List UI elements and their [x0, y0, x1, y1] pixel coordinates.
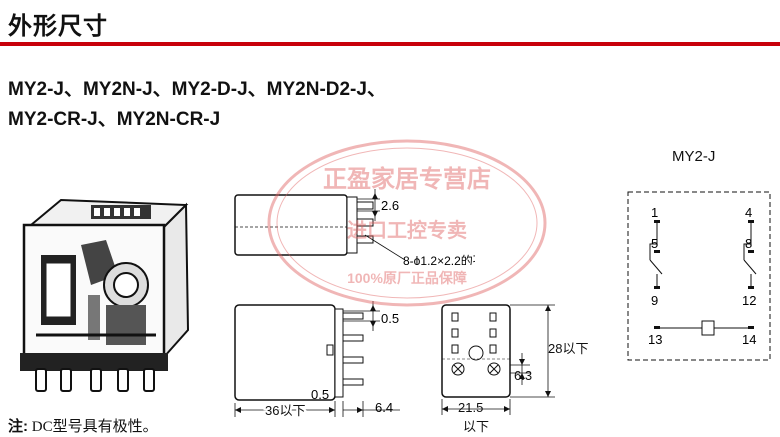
schematic-title: MY2-J [672, 148, 716, 165]
dim-pin-bottom: 0.5 [311, 387, 329, 402]
page-title: 外形尺寸 [8, 13, 108, 40]
model-list-line-1: MY2-J、MY2N-J、MY2-D-J、MY2N-D2-J、 [8, 79, 386, 100]
model-list-line-2: MY2-CR-J、MY2N-CR-J [8, 109, 221, 130]
dim-hole-note: 8-ϕ1.2×2.2的孔 [403, 253, 475, 265]
title-divider [0, 42, 780, 46]
side-view-bottom: 0.5 36以下 0.5 6.4 [234, 301, 400, 420]
watermark-line-3: 100%原厂正品保障 [347, 270, 467, 286]
relay-illustration [20, 198, 190, 392]
polarity-note: 注: DC型号具有极性。 [8, 415, 158, 436]
pin-14: 14 [742, 332, 756, 347]
dim-pin-pitch: 6.3 [514, 368, 533, 383]
pin-8: 8 [745, 236, 752, 251]
pin-5: 5 [651, 236, 658, 251]
side-view-top: 2.6 8-ϕ1.2×2.2的孔 [234, 189, 475, 265]
dim-depth-suffix: 以下 [463, 419, 490, 434]
dim-width: 36以下 [265, 403, 305, 418]
pin-13: 13 [648, 332, 662, 347]
bottom-view [441, 304, 555, 415]
note-label: 注: [8, 418, 28, 435]
terminal-schematic: 1 4 5 8 9 12 13 14 [627, 191, 771, 361]
dim-depth: 21.5 [458, 400, 484, 415]
pin-1: 1 [651, 205, 658, 220]
pin-9: 9 [651, 293, 658, 308]
dim-pin-length: 6.4 [375, 400, 393, 415]
dim-pin-top: 0.5 [381, 311, 399, 326]
pin-12: 12 [742, 293, 756, 308]
dim-height: 28以下 [548, 341, 589, 356]
pin-4: 4 [745, 205, 752, 220]
dim-top-gap: 2.6 [381, 198, 399, 213]
note-text: DC型号具有极性。 [31, 419, 158, 435]
